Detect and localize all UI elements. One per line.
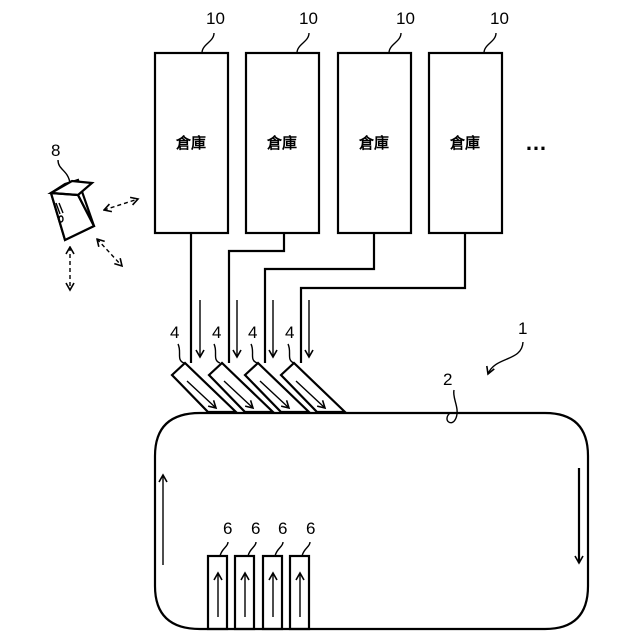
bidirectional-dashed-arrow-icon [97, 239, 122, 266]
warehouse-1: 倉庫 10 [155, 9, 228, 233]
leader-line [297, 33, 309, 53]
computer-tower-icon [51, 180, 94, 240]
terminal: 8 [51, 141, 138, 290]
system-ref-label: 1 [518, 319, 527, 338]
warehouse-label: 倉庫 [266, 134, 297, 152]
inlet-ref: 4 [212, 323, 221, 342]
inlet-4: 4 [281, 323, 345, 412]
station-ref: 6 [306, 519, 315, 538]
bidirectional-dashed-arrow-icon [104, 199, 138, 210]
leader-line [251, 344, 257, 363]
station-2: 6 [235, 519, 260, 629]
warehouse-4: 倉庫 10 [429, 9, 509, 233]
inlet-ref: 4 [285, 323, 294, 342]
station-ref: 6 [251, 519, 260, 538]
station-4: 6 [290, 519, 315, 629]
terminal-ref: 8 [51, 141, 60, 160]
conveyor-loop: 2 [155, 370, 588, 629]
warehouse-label: 倉庫 [449, 134, 480, 152]
warehouse-ref: 10 [490, 9, 509, 28]
warehouse-3: 倉庫 10 [338, 9, 415, 233]
leader-line [275, 542, 283, 556]
warehouse-ref: 10 [206, 9, 225, 28]
leader-line [178, 344, 184, 363]
warehouse-label: 倉庫 [175, 134, 206, 152]
transport-lines [191, 233, 465, 363]
warehouse-2: 倉庫 10 [246, 9, 319, 233]
warehouse-label: 倉庫 [358, 134, 389, 152]
inlet-ref: 4 [248, 323, 257, 342]
continuation-ellipsis: … [525, 130, 547, 155]
transport-line-3 [265, 233, 374, 363]
leader-line [447, 390, 457, 423]
leader-line [214, 344, 220, 363]
leader-arrow-icon [488, 342, 523, 374]
inlet-chute [209, 363, 273, 412]
inlet-chute [281, 363, 345, 412]
leader-line [484, 33, 496, 53]
conveyor-ref: 2 [443, 370, 452, 389]
station-1: 6 [208, 519, 232, 629]
inlet-ref: 4 [170, 323, 179, 342]
station-3: 6 [263, 519, 287, 629]
warehouse-ref: 10 [396, 9, 415, 28]
station-ref: 6 [278, 519, 287, 538]
system-ref: 1 [488, 319, 527, 374]
conveyor-outline [155, 413, 588, 629]
leader-line [288, 344, 294, 363]
warehouse-ref: 10 [299, 9, 318, 28]
leader-line [220, 542, 228, 556]
leader-line [202, 33, 214, 53]
inlet-chute [172, 363, 236, 412]
leader-line [302, 542, 310, 556]
leader-line [58, 160, 70, 183]
transport-line-4 [301, 233, 465, 363]
leader-line [248, 542, 256, 556]
station-ref: 6 [223, 519, 232, 538]
leader-line [389, 33, 401, 53]
inlet-chute [245, 363, 309, 412]
